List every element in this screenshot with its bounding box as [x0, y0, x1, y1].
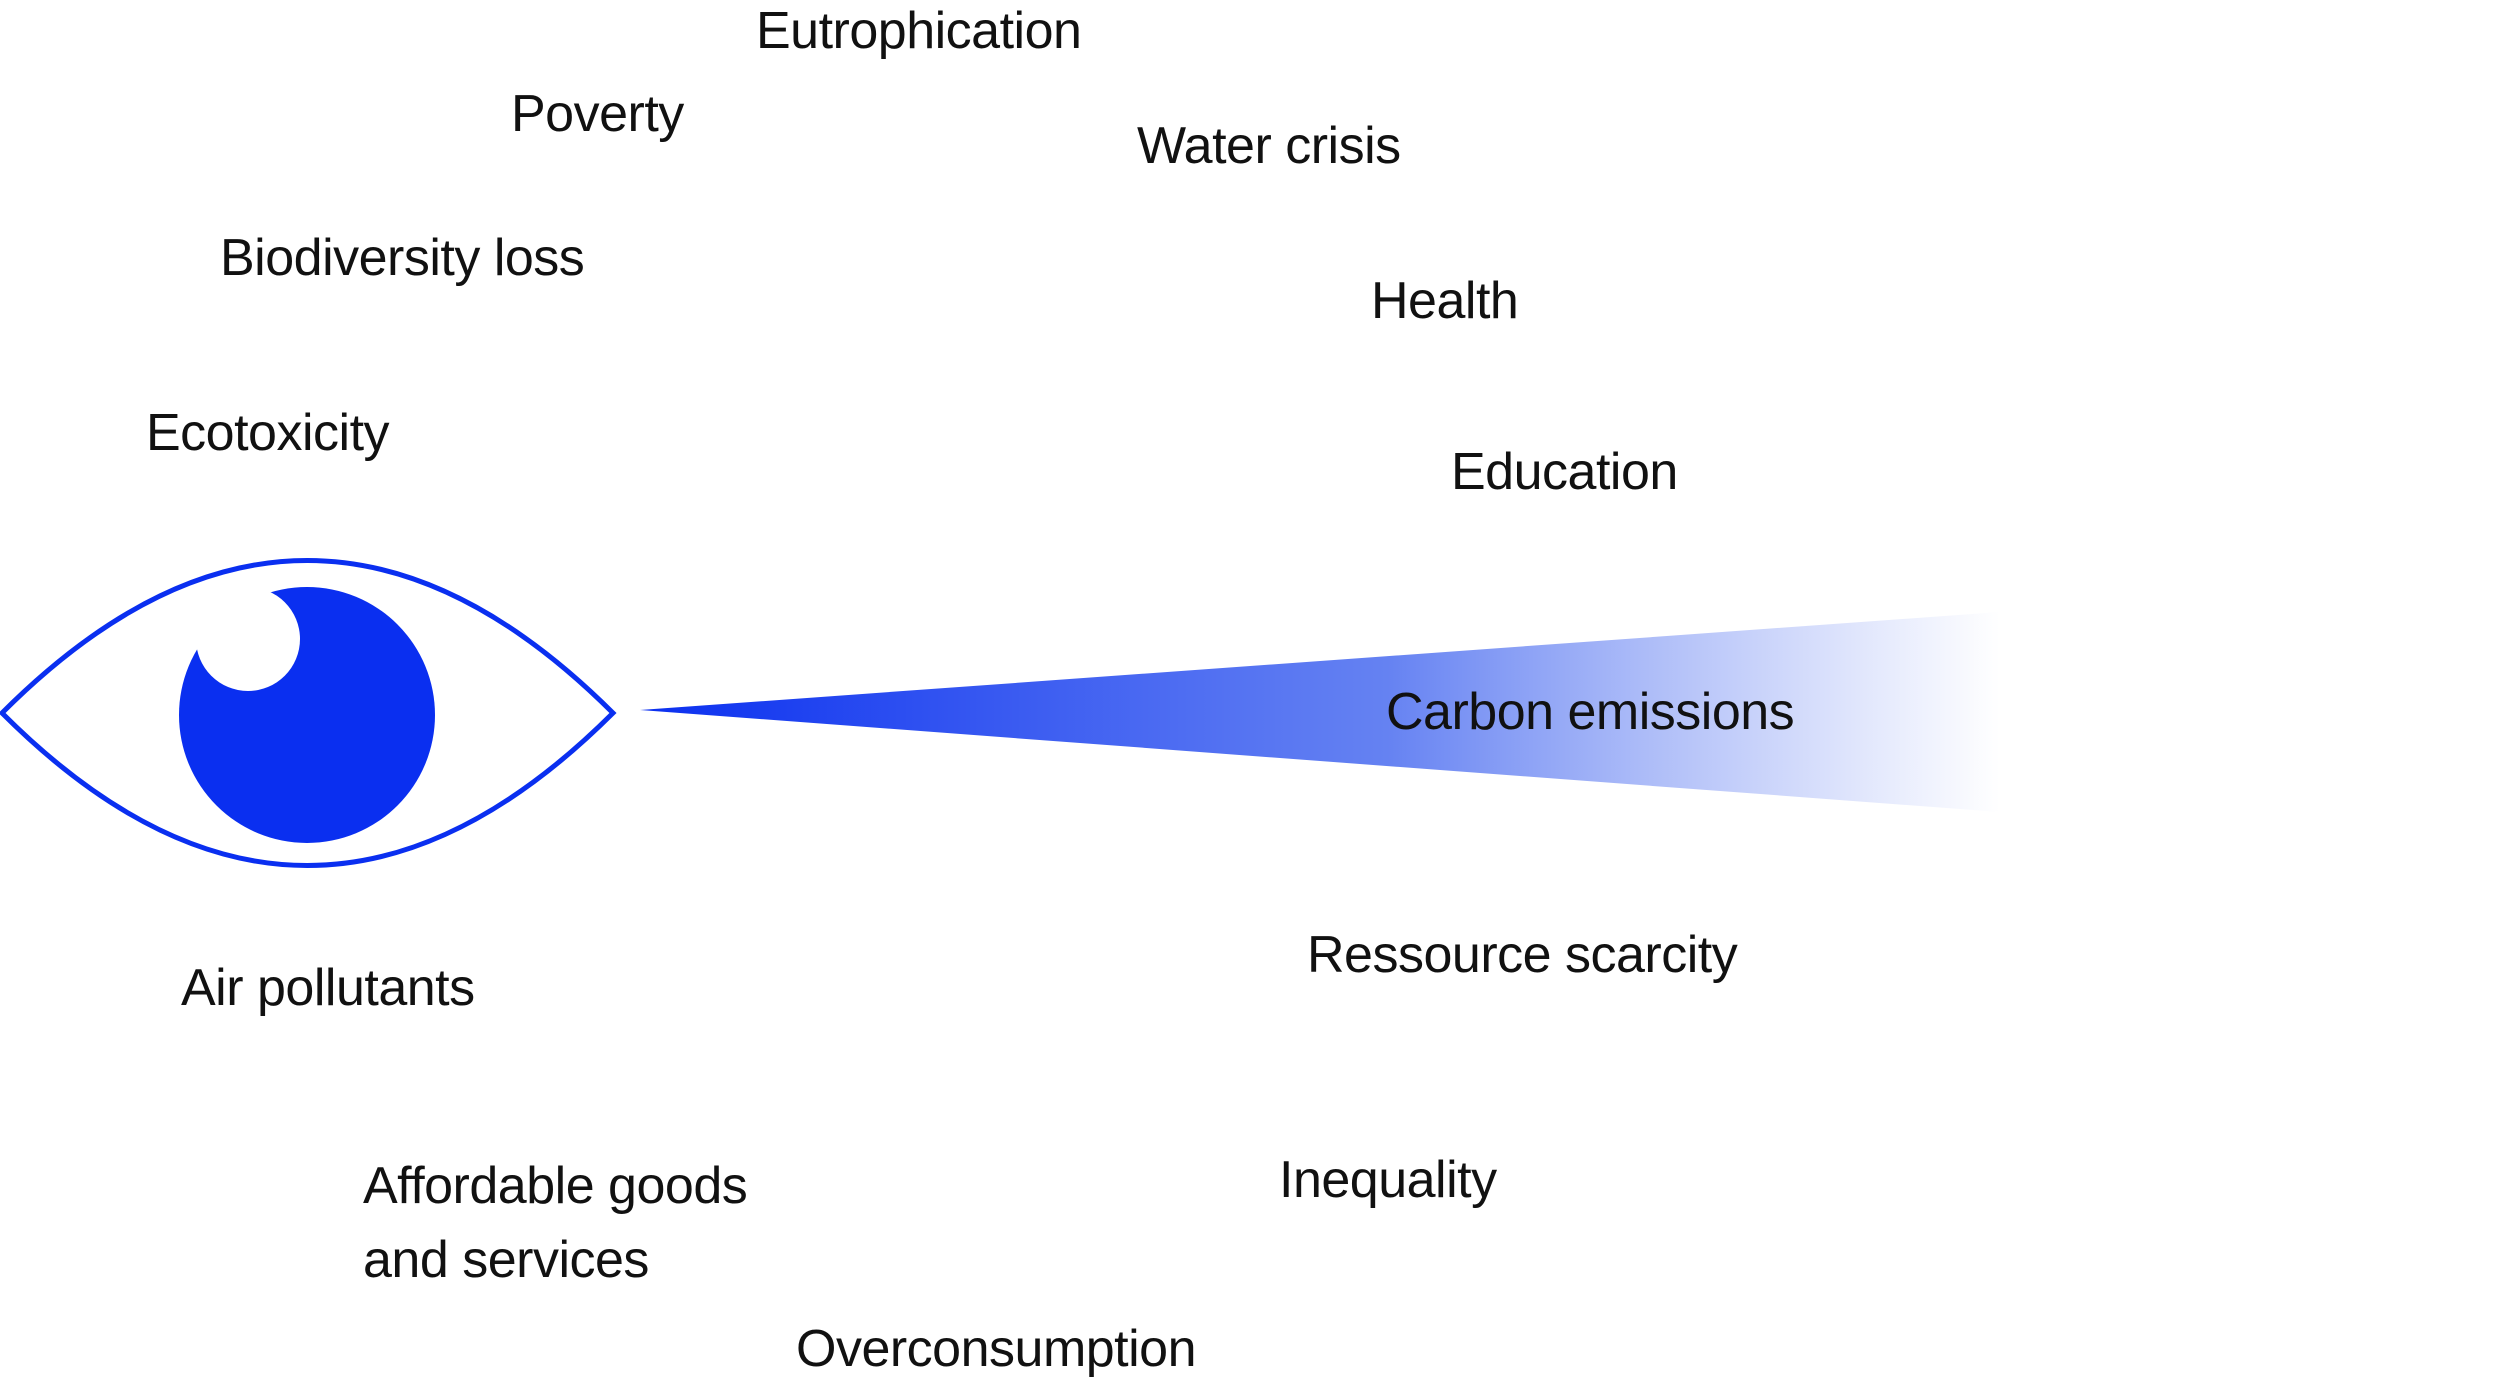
vision-beam: [640, 612, 2000, 812]
label-inequality: Inequality: [1279, 1151, 1497, 1209]
label-water-crisis: Water crisis: [1137, 117, 1401, 175]
label-health: Health: [1371, 272, 1519, 330]
eye-highlight: [196, 587, 300, 691]
label-biodiversity-loss: Biodiversity loss: [220, 229, 585, 287]
label-poverty: Poverty: [511, 85, 684, 143]
eye-icon: [0, 558, 617, 868]
label-affordable-goods-line1: Affordable goods: [363, 1157, 748, 1215]
label-education: Education: [1451, 443, 1678, 501]
label-affordable-goods-line2: and services: [363, 1231, 649, 1289]
label-ecotoxicity: Ecotoxicity: [146, 404, 390, 462]
label-affordable-goods: Affordable goods and services: [363, 1149, 748, 1297]
label-overconsumption: Overconsumption: [796, 1320, 1197, 1378]
label-carbon-emissions: Carbon emissions: [1386, 683, 1795, 741]
label-air-pollutants: Air pollutants: [181, 959, 475, 1017]
label-eutrophication: Eutrophication: [756, 2, 1082, 60]
label-ressource-scarcity: Ressource scarcity: [1307, 926, 1738, 984]
